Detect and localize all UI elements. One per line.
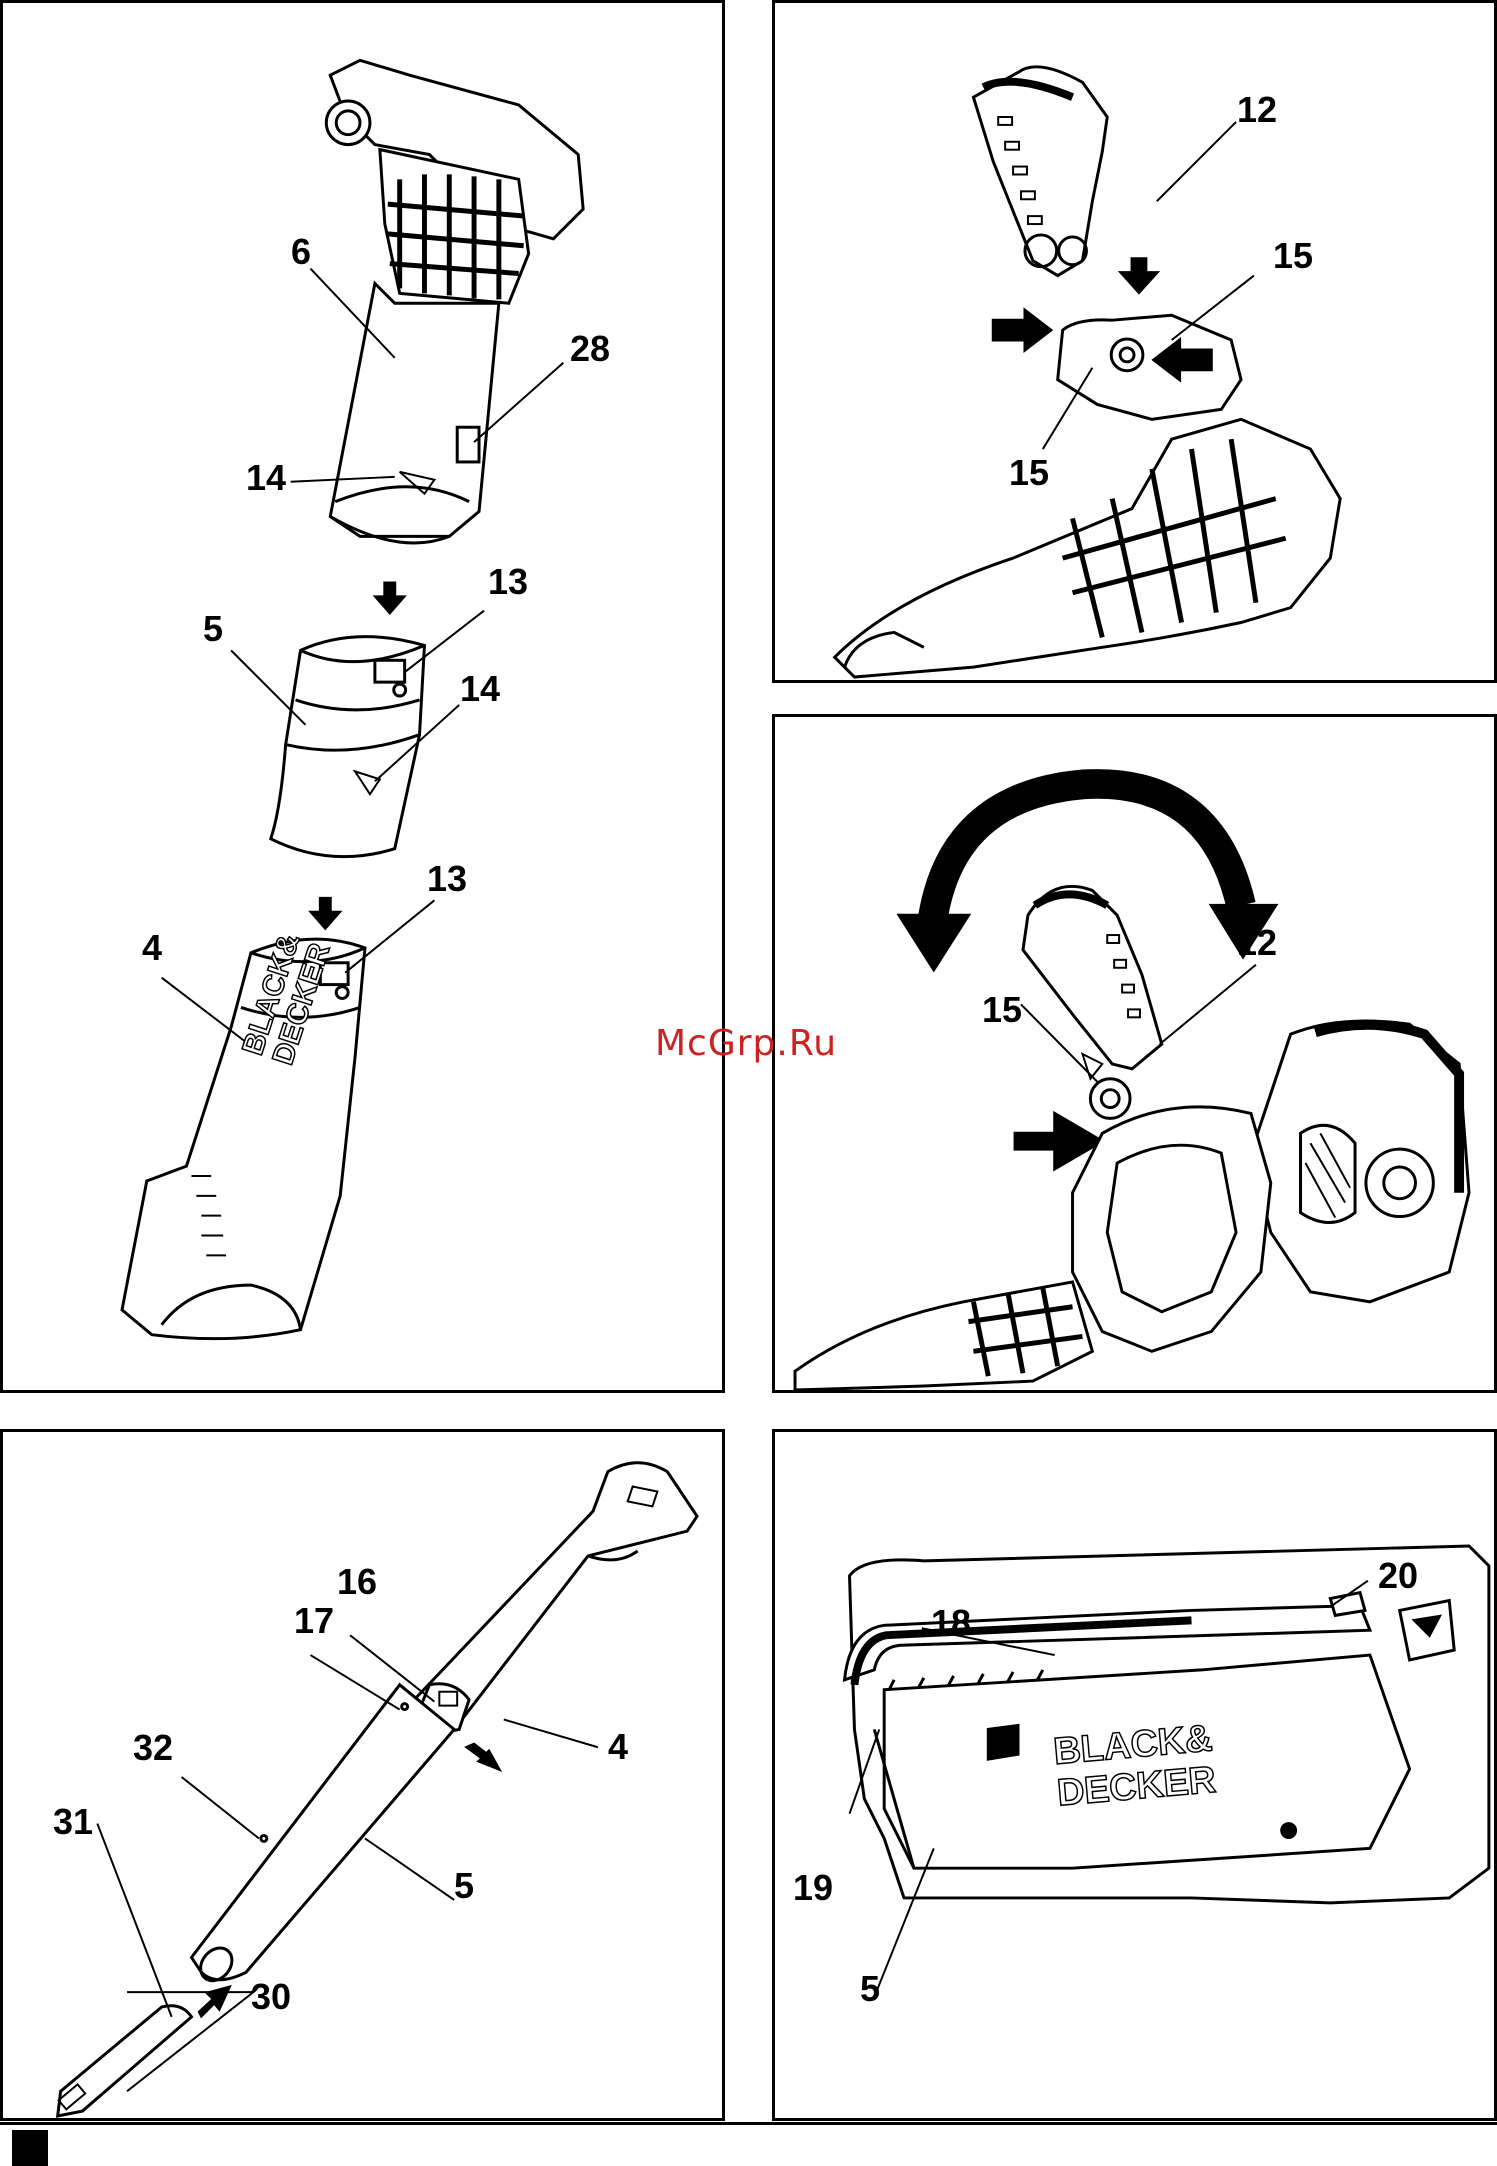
callout-18: 18 <box>931 1605 971 1641</box>
callout-13-lower: 13 <box>427 861 467 897</box>
callout-19: 19 <box>793 1870 833 1906</box>
callout-15-upper: 15 <box>1273 238 1313 274</box>
callout-20: 20 <box>1378 1558 1418 1594</box>
callout-5: 5 <box>454 1868 474 1904</box>
figure-tube-assembly: BLACK& DECKER 6 28 14 13 5 14 13 4 <box>0 0 725 1393</box>
blower-tubes-drawing <box>3 1432 722 2118</box>
tube-assembly-drawing: BLACK& DECKER <box>3 3 722 1390</box>
callout-28: 28 <box>570 331 610 367</box>
tube-cover-drawing: BLACK& DECKER <box>775 1432 1494 2118</box>
callout-4: 4 <box>142 930 162 966</box>
figure-tube-cover: BLACK& DECKER 20 18 19 5 <box>772 1429 1497 2121</box>
callout-13-upper: 13 <box>488 564 528 600</box>
callout-12: 12 <box>1237 92 1277 128</box>
callout-5: 5 <box>860 1971 880 2007</box>
callout-14-lower: 14 <box>460 671 500 707</box>
callout-15: 15 <box>982 992 1022 1028</box>
callout-5: 5 <box>203 611 223 647</box>
figure-blower-tubes: 16 17 32 4 31 5 30 <box>0 1429 725 2121</box>
callout-14-upper: 14 <box>246 460 286 496</box>
callout-32: 32 <box>133 1730 173 1766</box>
callout-31: 31 <box>53 1804 93 1840</box>
callout-12: 12 <box>1237 925 1277 961</box>
figure-handle-rotation: 12 15 <box>772 714 1497 1393</box>
callout-16: 16 <box>337 1564 377 1600</box>
handle-mounting-drawing <box>775 3 1494 680</box>
figure-handle-mounting: 12 15 15 <box>772 0 1497 683</box>
handle-rotation-drawing <box>775 717 1494 1390</box>
watermark-text: McGrp.Ru <box>655 1023 837 1064</box>
page-marker-block <box>12 2130 48 2166</box>
callout-6: 6 <box>291 234 311 270</box>
callout-15-lower: 15 <box>1009 455 1049 491</box>
callout-17: 17 <box>294 1603 334 1639</box>
page-footer-rule <box>0 2122 1497 2125</box>
callout-4: 4 <box>608 1729 628 1765</box>
callout-30: 30 <box>251 1979 291 2015</box>
